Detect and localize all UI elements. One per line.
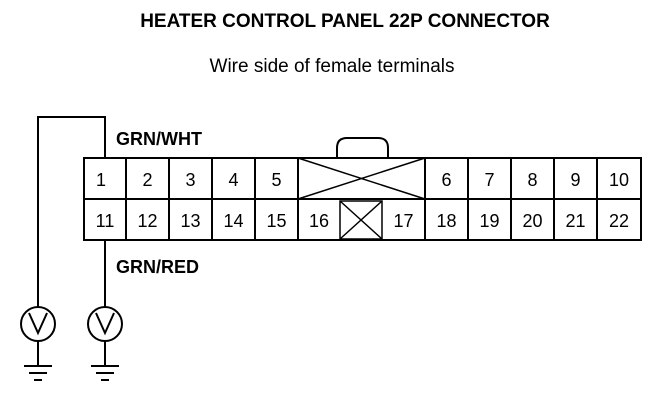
voltmeter-icon: [87, 306, 123, 342]
pin-9: 9: [570, 170, 580, 190]
pin-17: 17: [393, 211, 413, 231]
wire-label-grn-wht: GRN/WHT: [116, 129, 202, 149]
pin-11: 11: [96, 211, 115, 231]
pin-12: 12: [137, 211, 157, 231]
wire-terminal-1: [37, 116, 106, 307]
pin-20: 20: [522, 211, 542, 231]
pin-5: 5: [271, 170, 281, 190]
blocked-cavity-bottom: [339, 200, 383, 240]
pin-2: 2: [142, 170, 152, 190]
diagram-title: HEATER CONTROL PANEL 22P CONNECTOR: [140, 11, 550, 32]
pin-6: 6: [441, 170, 451, 190]
pin-13: 13: [180, 211, 200, 231]
blocked-cavity-top: [297, 157, 426, 200]
ground-icon: [91, 365, 119, 381]
pin-15: 15: [266, 211, 286, 231]
pin-8: 8: [527, 170, 537, 190]
connector-latch: [336, 137, 389, 158]
pin-21: 21: [565, 211, 585, 231]
pin-7: 7: [484, 170, 494, 190]
wire-label-grn-red: GRN/RED: [116, 257, 199, 277]
pin-22: 22: [609, 211, 629, 231]
voltmeter-icon: [20, 306, 56, 342]
pin-1: 1: [96, 170, 106, 190]
pin-3: 3: [185, 170, 195, 190]
pin-19: 19: [479, 211, 499, 231]
pin-10: 10: [609, 170, 629, 190]
ground-icon: [24, 365, 52, 381]
diagram-subtitle: Wire side of female terminals: [210, 56, 455, 77]
pin-18: 18: [436, 211, 456, 231]
pin-4: 4: [228, 170, 238, 190]
pin-16: 16: [309, 211, 329, 231]
pin-14: 14: [223, 211, 243, 231]
